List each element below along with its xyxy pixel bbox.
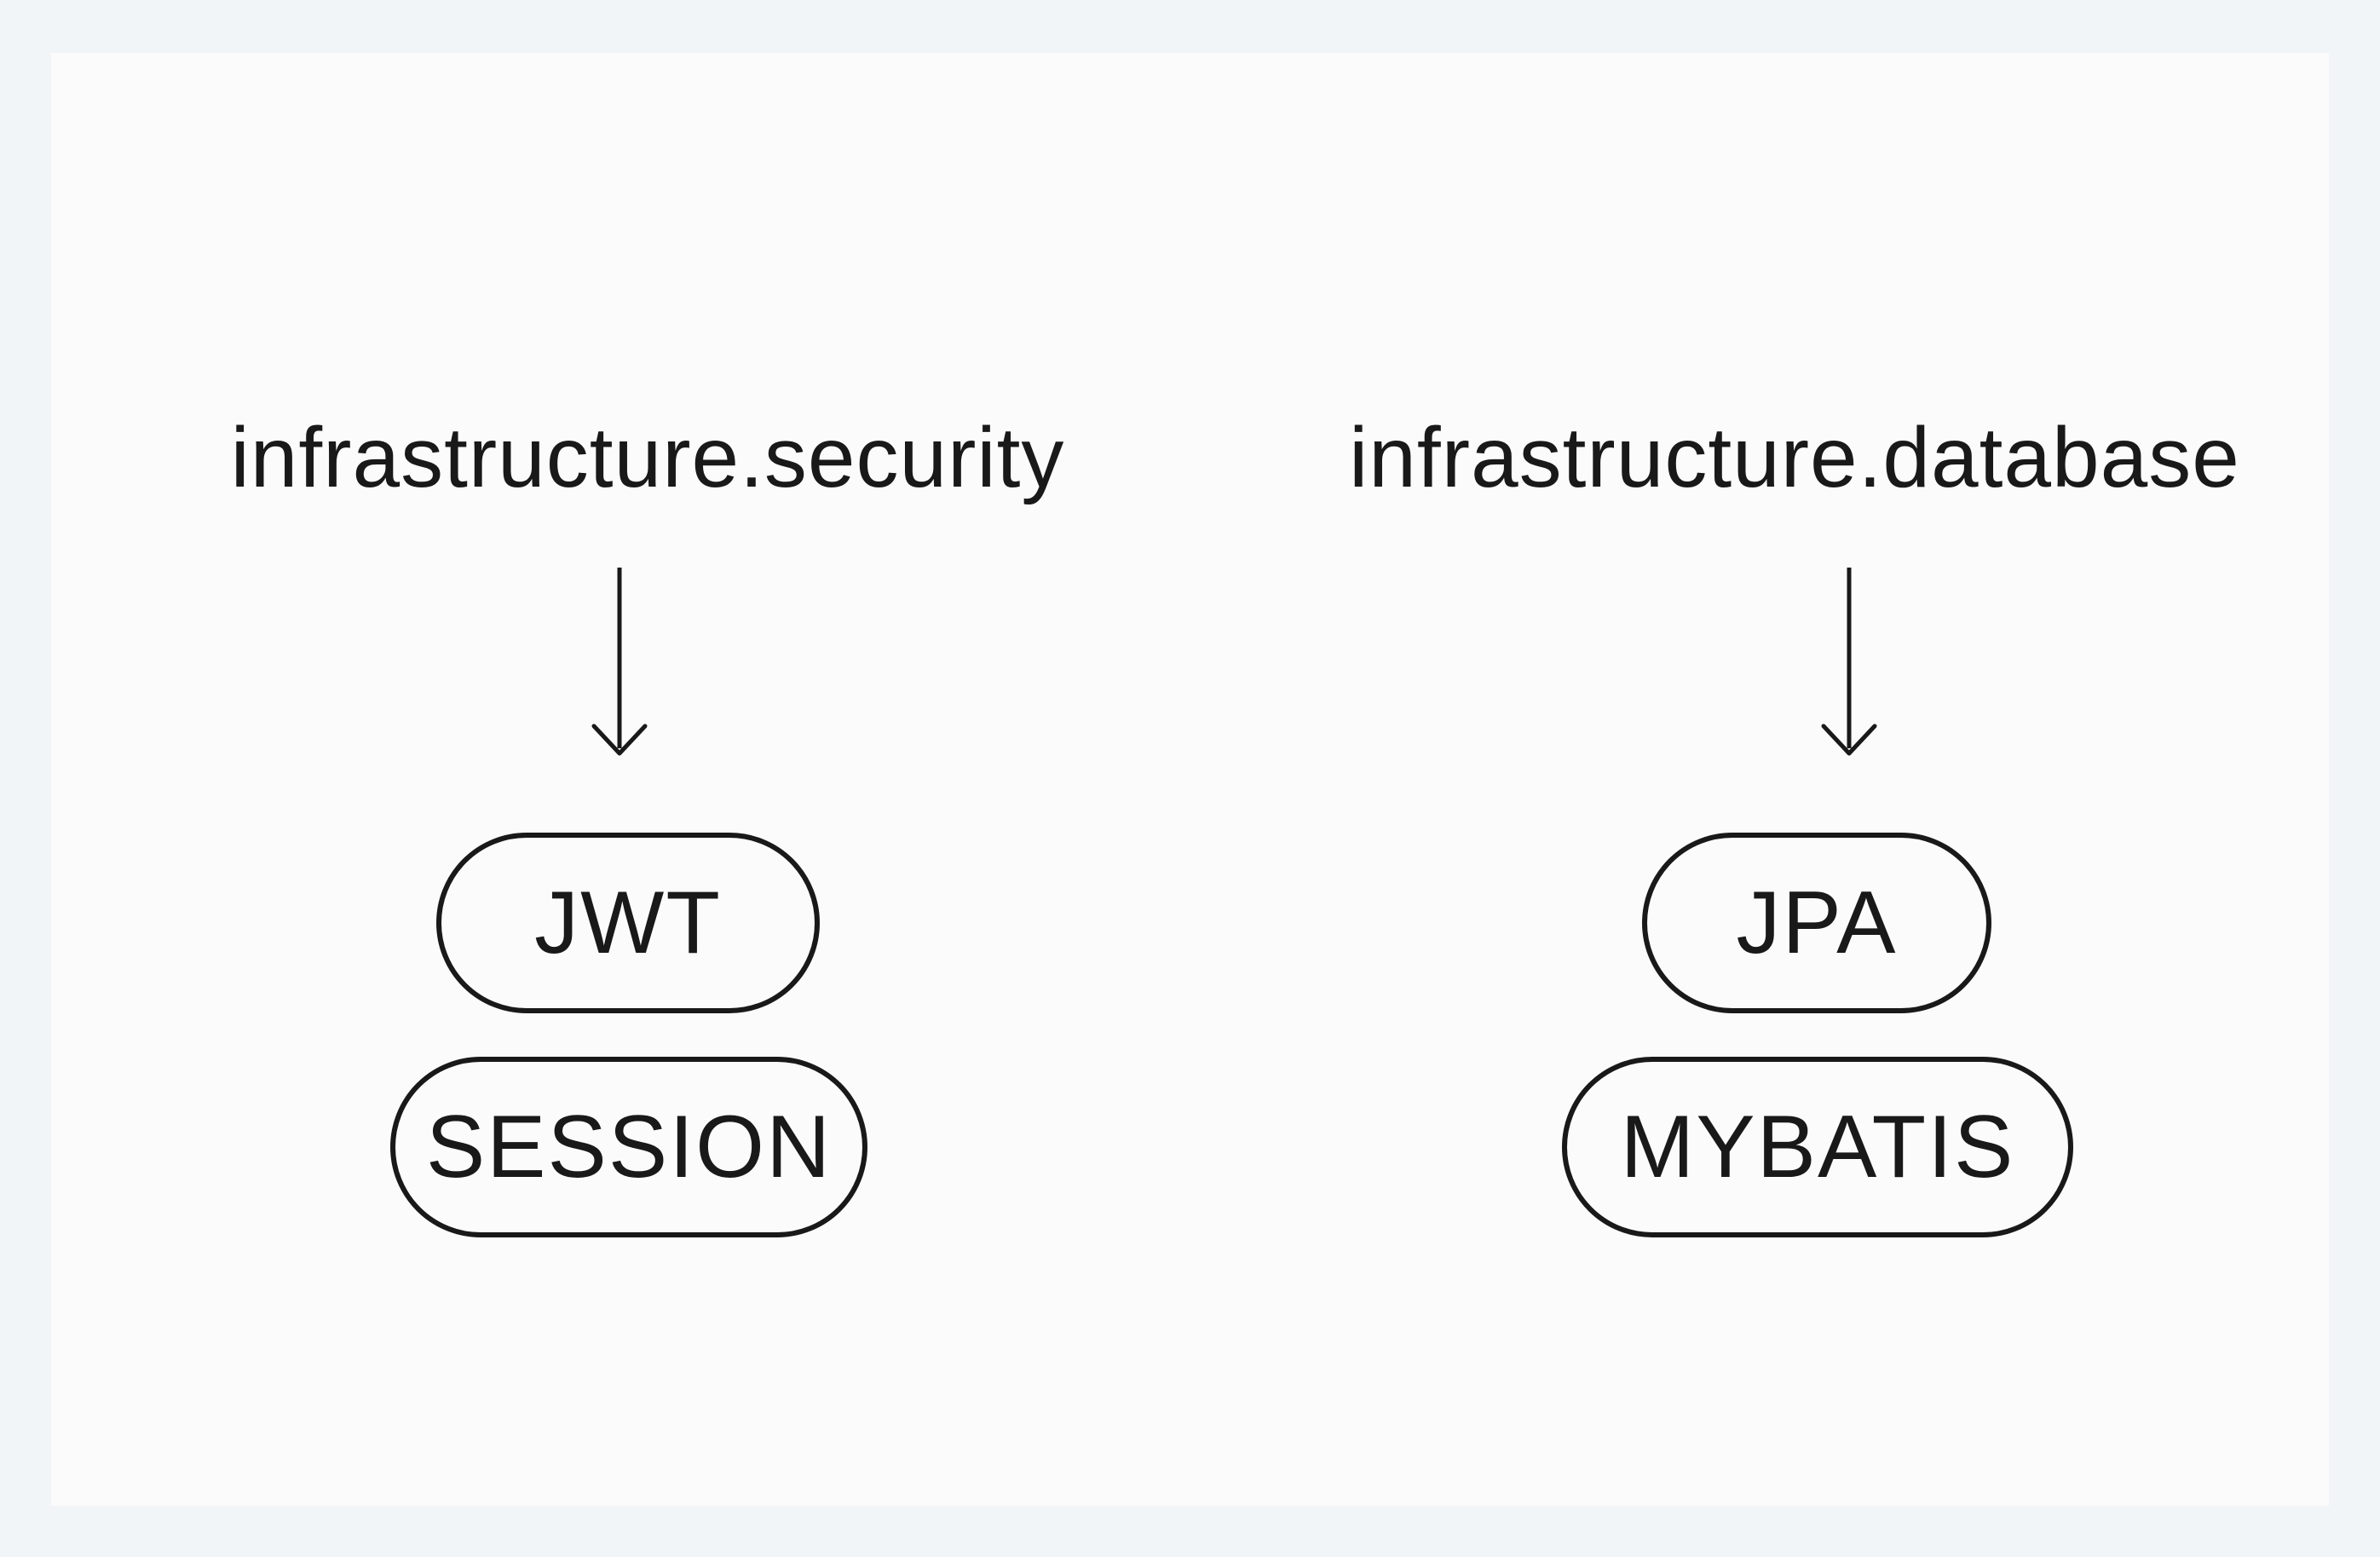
node-pill-jwt: JWT xyxy=(436,833,820,1013)
node-label: SESSION xyxy=(425,1097,833,1197)
node-label: MYBATIS xyxy=(1620,1097,2015,1197)
diagram-panel: infrastructure.security JWT SESSION infr… xyxy=(51,53,2329,1506)
module-label-security: infrastructure.security xyxy=(230,410,1065,505)
arrow-down-icon xyxy=(591,568,648,756)
module-label-database: infrastructure.database xyxy=(1349,410,2240,505)
node-label: JPA xyxy=(1736,873,1898,972)
arrow-down-icon xyxy=(1821,568,1877,756)
node-label: JWT xyxy=(534,873,722,972)
node-pill-jpa: JPA xyxy=(1642,833,1991,1013)
node-pill-session: SESSION xyxy=(390,1057,867,1237)
node-pill-mybatis: MYBATIS xyxy=(1562,1057,2073,1237)
